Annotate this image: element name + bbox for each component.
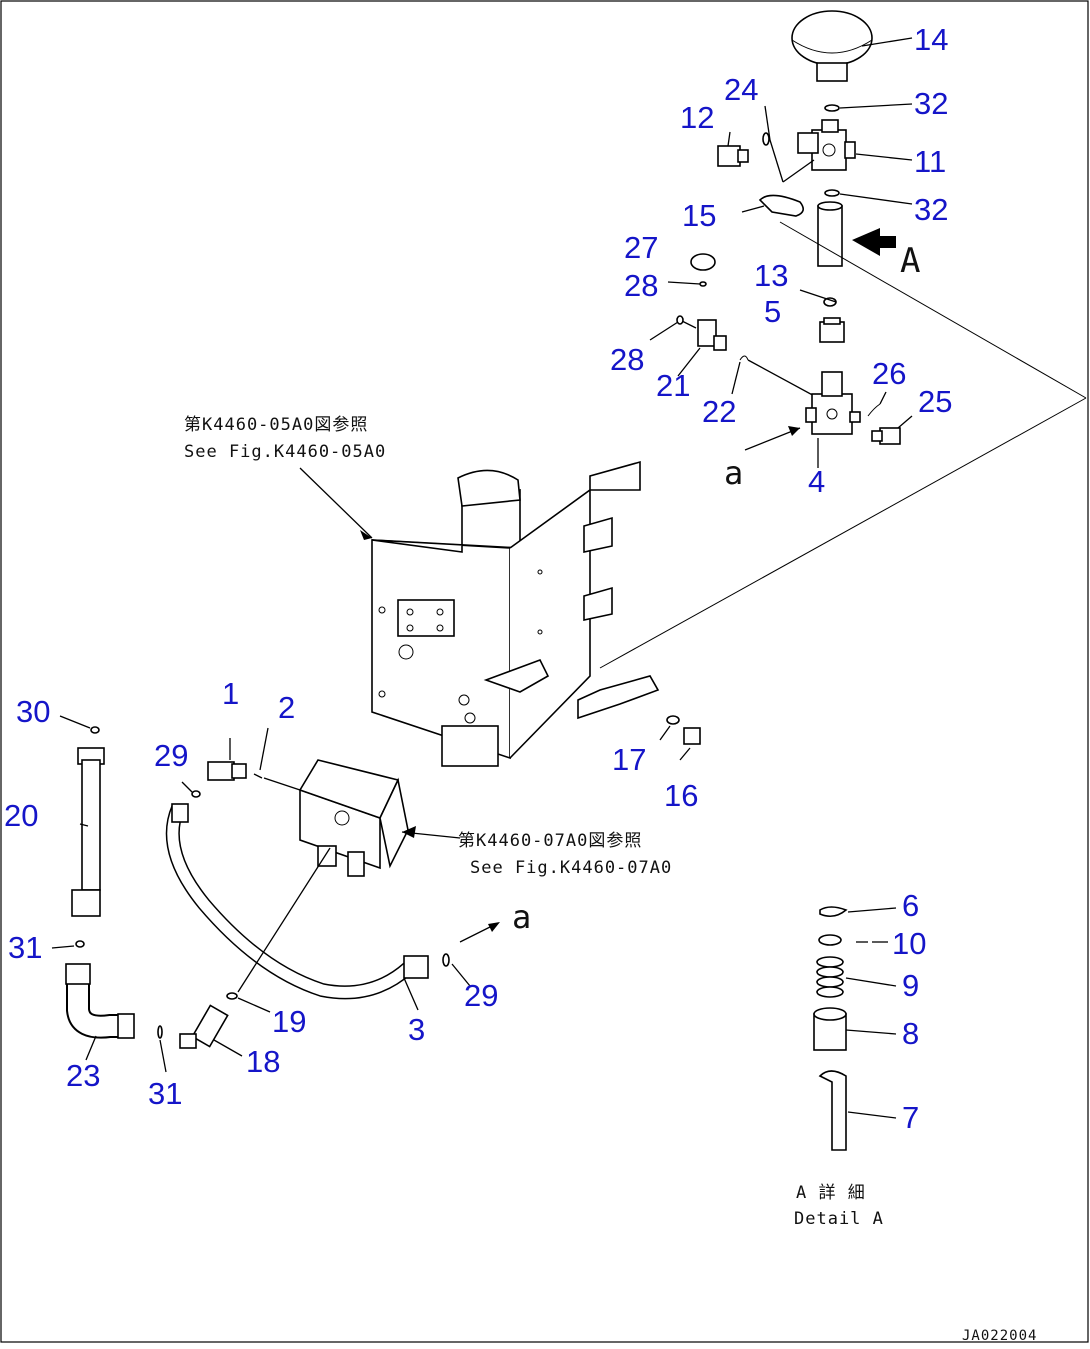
plug-part-12 [717, 145, 749, 167]
nut-part-16 [683, 727, 701, 745]
spring-part-9 [816, 956, 844, 998]
o-ring-part-32a [824, 104, 840, 112]
bushing-part-8 [813, 1007, 847, 1051]
hose-part-20 [71, 747, 105, 917]
callout-23: 23 [66, 1058, 100, 1093]
control-valve [298, 759, 409, 877]
ref-fig-valve-jp: 第K4460-07A0図参照 [458, 831, 642, 851]
callout-27: 27 [624, 230, 658, 265]
callout-28b: 28 [610, 342, 644, 377]
mounting-bracket [371, 460, 660, 767]
o-ring-part-29a [191, 790, 201, 798]
seal-part-26 [867, 403, 881, 417]
callout-26: 26 [872, 356, 906, 391]
callout-19: 19 [272, 1004, 306, 1039]
callout-10: 10 [892, 926, 926, 961]
callout-25: 25 [918, 384, 952, 419]
ref-fig-top-jp: 第K4460-05A0図参照 [184, 415, 368, 435]
drawing-id: JA022004 [962, 1328, 1037, 1344]
block-part-11 [797, 119, 856, 171]
view-a-arrow [852, 228, 896, 256]
washer-part-17 [666, 715, 680, 725]
callout-numbers: 14 24 12 32 11 32 15 27 28 13 5 28 21 22… [4, 22, 952, 1135]
elbow-part-1 [207, 761, 247, 781]
view-a-label: A [900, 241, 921, 281]
callout-15: 15 [682, 198, 716, 233]
o-ring-part-30 [90, 726, 100, 734]
clamp-part-15 [758, 194, 804, 217]
callout-29b: 29 [464, 978, 498, 1013]
callout-8: 8 [902, 1016, 919, 1051]
callout-17: 17 [612, 742, 646, 777]
callout-31a: 31 [8, 930, 42, 965]
callout-29a: 29 [154, 738, 188, 773]
o-ring-part-29b [442, 953, 450, 967]
callout-7: 7 [902, 1100, 919, 1135]
plug-part-25 [871, 427, 901, 445]
o-ring-part-31b [157, 1025, 163, 1039]
callout-18: 18 [246, 1044, 280, 1079]
adaptor-part-5 [819, 317, 845, 343]
callout-13: 13 [754, 258, 788, 293]
pin-part-7 [818, 1070, 847, 1151]
callout-28a: 28 [624, 268, 658, 303]
elbow-hose-part-23 [65, 963, 135, 1039]
callout-21: 21 [656, 368, 690, 403]
snap-ring-part-6 [819, 906, 848, 918]
callout-16: 16 [664, 778, 698, 813]
callout-30: 30 [16, 694, 50, 729]
ref-fig-top-en: See Fig.K4460-05A0 [184, 442, 386, 462]
callout-1: 1 [222, 676, 239, 711]
detail-a-group: A 詳 細 Detail A [794, 906, 897, 1229]
seal-part-24 [762, 132, 770, 146]
callout-24: 24 [724, 72, 758, 107]
o-ring-part-28b [676, 315, 684, 325]
detail-a-jp: A 詳 細 [796, 1183, 866, 1203]
o-ring-part-19 [226, 992, 238, 1000]
callout-9: 9 [902, 968, 919, 1003]
o-ring-part-31a [75, 940, 85, 948]
callout-3: 3 [408, 1012, 425, 1047]
o-ring-part-28a [699, 281, 707, 287]
ref-a-top: a [724, 454, 744, 492]
ref-fig-valve-en: See Fig.K4460-07A0 [470, 858, 672, 878]
callout-5: 5 [764, 294, 781, 329]
fitting-part-21 [697, 319, 727, 351]
callout-6: 6 [902, 888, 919, 923]
ref-a-hose: a [512, 898, 532, 936]
valve-block-part-4 [805, 371, 861, 435]
callout-32b: 32 [914, 192, 948, 227]
callout-22: 22 [702, 394, 736, 429]
elbow-part-18 [179, 1004, 229, 1049]
washer-part-10 [818, 934, 842, 946]
callout-20: 20 [4, 798, 38, 833]
hose-part-3 [165, 803, 429, 1000]
callout-11: 11 [914, 144, 946, 179]
seal-part-22 [739, 355, 749, 361]
seal-part-2 [253, 773, 263, 779]
callout-12: 12 [680, 100, 714, 135]
callout-2: 2 [278, 690, 295, 725]
callout-31b: 31 [148, 1076, 182, 1111]
detail-a-en: Detail A [794, 1209, 884, 1229]
callout-32a: 32 [914, 86, 948, 121]
accumulator-part-14 [791, 10, 873, 82]
o-ring-part-32b [824, 189, 840, 197]
callout-14: 14 [914, 22, 948, 57]
callout-4: 4 [808, 464, 825, 499]
plug-part-27 [690, 253, 716, 271]
pipe-part-13 [817, 201, 843, 267]
